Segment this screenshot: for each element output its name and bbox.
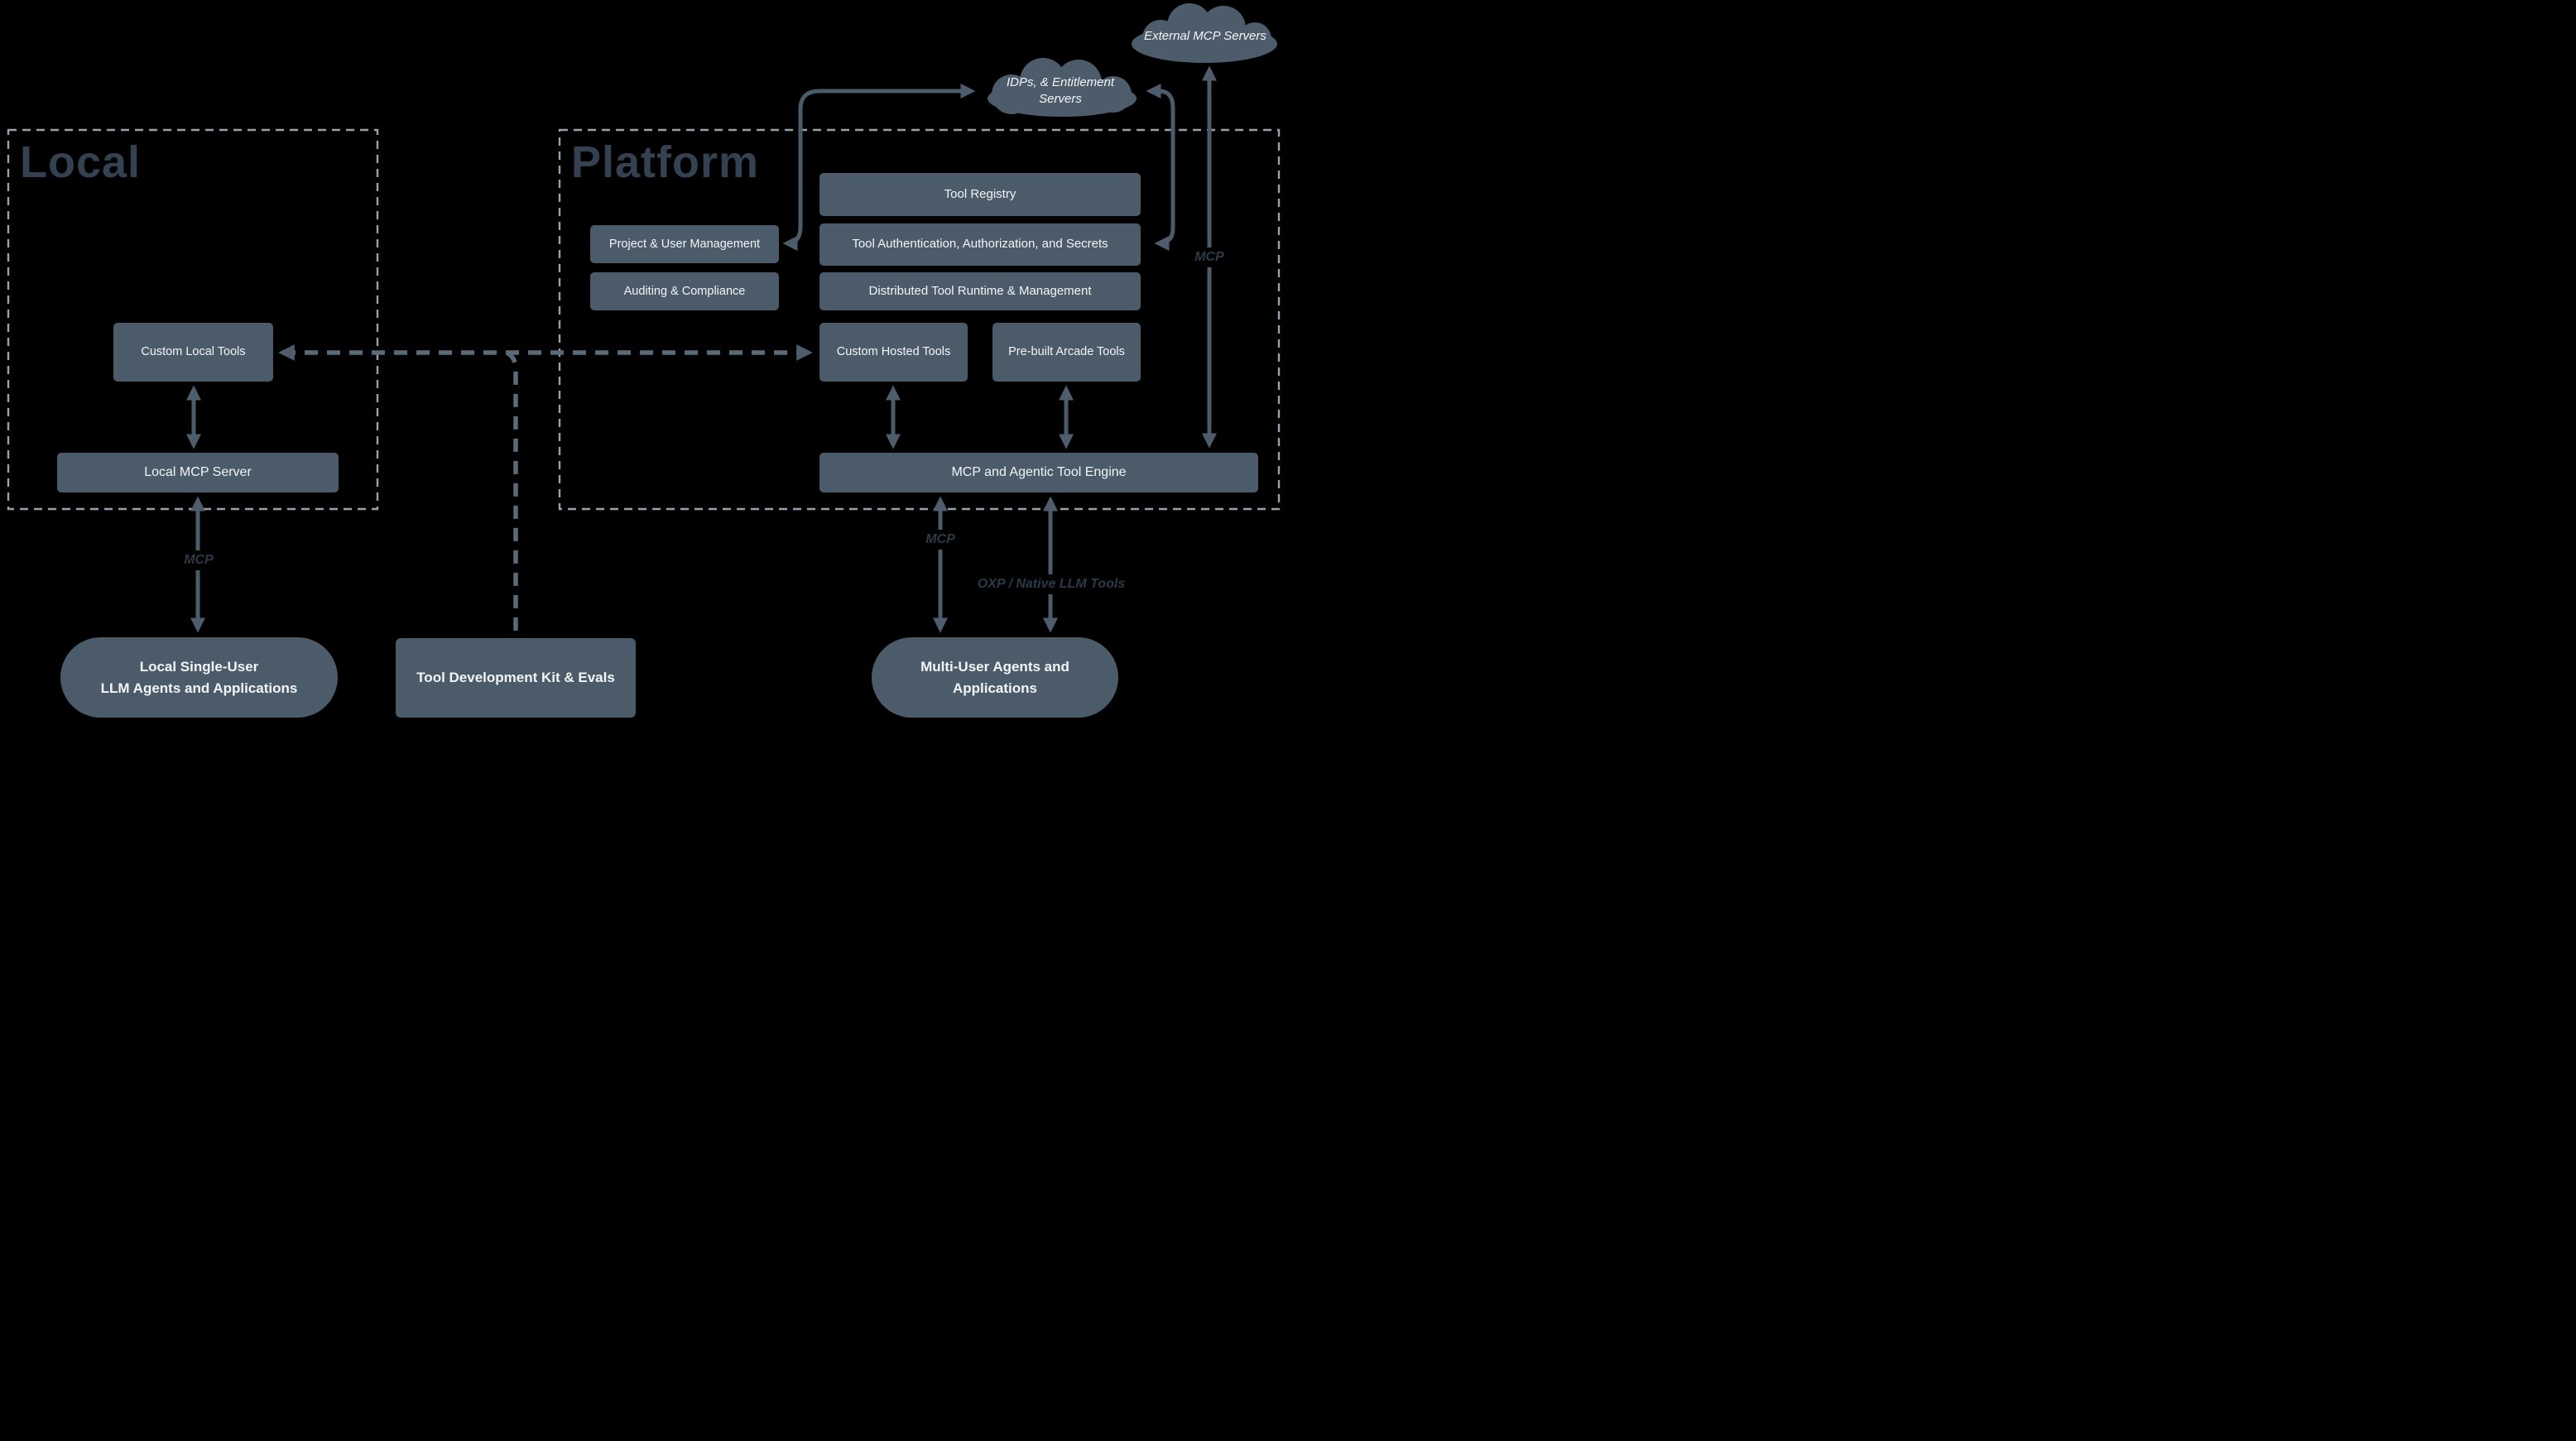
prebuilt-arcade-tools-box: Pre-built Arcade Tools bbox=[992, 323, 1141, 382]
dashed-line-tdk-branch bbox=[505, 350, 518, 636]
tool-registry-box: Tool Registry bbox=[819, 173, 1141, 216]
custom-local-tools-box: Custom Local Tools bbox=[113, 323, 273, 382]
tool-auth-box: Tool Authentication, Authorization, and … bbox=[819, 223, 1141, 266]
external-mcp-servers-cloud bbox=[1132, 3, 1277, 63]
tdk-box: Tool Development Kit & Evals bbox=[396, 638, 636, 718]
custom-hosted-tools-box: Custom Hosted Tools bbox=[819, 323, 968, 382]
idps-entitlement-cloud bbox=[988, 58, 1137, 117]
multi-user-agents-pill: Multi-User Agents and Applications bbox=[872, 637, 1118, 718]
mcp-label-engine: MCP bbox=[920, 530, 960, 550]
arrow-projectmgmt-idps bbox=[782, 84, 976, 251]
mcp-label-local: MCP bbox=[179, 550, 219, 570]
mcp-engine-box: MCP and Agentic Tool Engine bbox=[819, 453, 1258, 492]
platform-region-title: Platform bbox=[571, 137, 760, 187]
project-user-management-box: Project & User Management bbox=[590, 225, 779, 263]
auditing-compliance-box: Auditing & Compliance bbox=[590, 272, 779, 310]
local-mcp-server-box: Local MCP Server bbox=[57, 453, 339, 492]
local-agents-pill: Local Single-User LLM Agents and Applica… bbox=[60, 637, 338, 718]
arrow-toolauth-idps bbox=[1146, 84, 1175, 251]
idps-entitlement-label: IDPs, & Entitlement Servers bbox=[1006, 74, 1115, 106]
oxp-native-llm-tools-label: OXP / Native LLM Tools bbox=[972, 574, 1131, 594]
mcp-label-external: MCP bbox=[1189, 247, 1229, 267]
local-region-title: Local bbox=[20, 137, 142, 187]
external-mcp-servers-label: External MCP Servers bbox=[1144, 28, 1266, 43]
architecture-diagram: Local Platform External MCP Servers IDPs… bbox=[0, 0, 1298, 726]
distributed-runtime-box: Distributed Tool Runtime & Management bbox=[819, 272, 1141, 310]
